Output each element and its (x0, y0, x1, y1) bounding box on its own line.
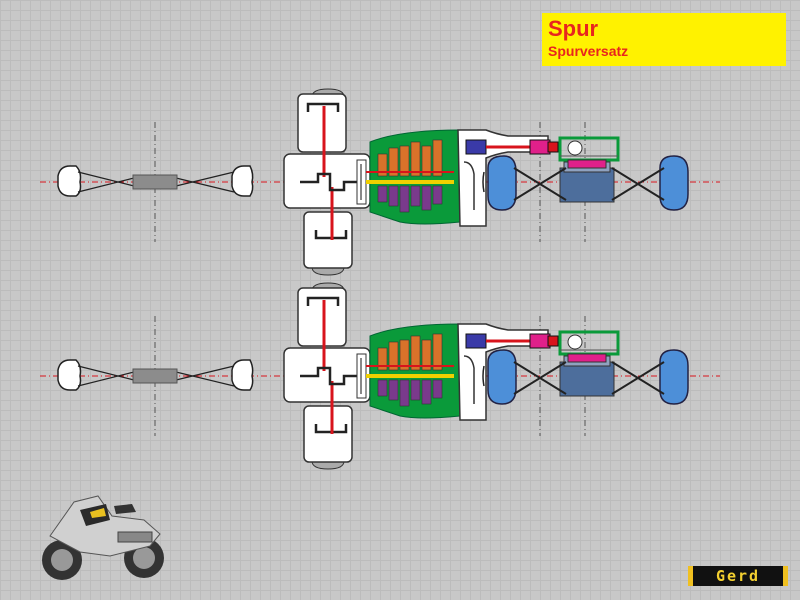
page-subtitle: Spurversatz (548, 43, 629, 59)
title-box: Spur Spurversatz (542, 13, 786, 66)
drivetrain-top (38, 87, 722, 277)
drivetrain-bottom (38, 281, 722, 471)
gerd-logo-icon: Gerd (688, 566, 788, 586)
logo-text: Gerd (715, 567, 761, 585)
page-title: Spur (548, 16, 599, 41)
motorcycle-icon (42, 495, 164, 580)
